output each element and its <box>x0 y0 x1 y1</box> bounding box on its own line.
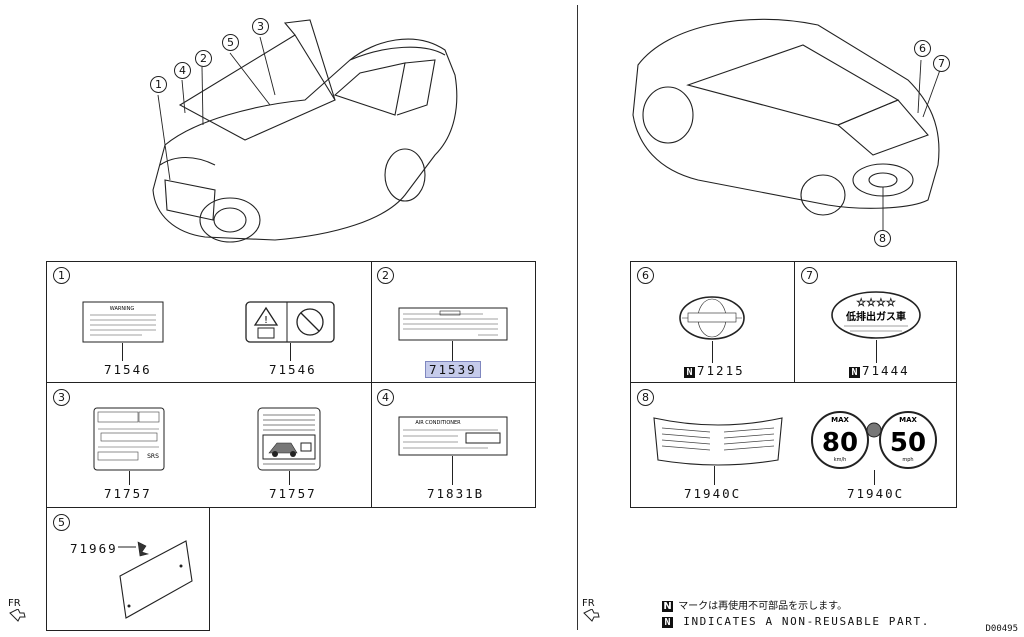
center-divider <box>577 5 579 630</box>
fr-label-left: FR <box>8 598 21 609</box>
mph-text: mph <box>902 457 913 463</box>
part-box-5 <box>46 507 210 631</box>
speed-limit-sticker-icon: MAX 80 km/h MAX 50 mph <box>811 411 937 469</box>
non-reusable-badge-note-jp: N <box>662 601 673 612</box>
globe-sticker-icon <box>679 296 745 340</box>
aircon-title-text: AIR CONDITIONER <box>415 420 461 426</box>
low-emission-text: 低排出ガス車 <box>845 310 906 323</box>
part-number-71831b[interactable]: 71831B <box>427 486 485 501</box>
box-4-number: 4 <box>377 389 394 406</box>
callout-5[interactable]: 5 <box>222 34 239 51</box>
non-reusable-note-jp: N マークは再使用不可部品を示します。 <box>662 597 847 612</box>
car-rear-view-diagram <box>632 18 941 231</box>
speed-80-text: 80 <box>822 428 858 458</box>
box-8-number: 8 <box>637 389 654 406</box>
non-reusable-badge-6: N <box>684 367 695 378</box>
part-number-71940c-b[interactable]: 71940C <box>847 486 905 501</box>
part-number-71757-b[interactable]: 71757 <box>269 486 317 501</box>
srs-text: SRS <box>147 453 159 460</box>
box-7-number: 7 <box>801 267 818 284</box>
part-number-71757-a[interactable]: 71757 <box>104 486 152 501</box>
callout-6[interactable]: 6 <box>914 40 931 57</box>
max-text-left: MAX <box>831 416 849 424</box>
child-seat-label-icon <box>257 407 321 471</box>
callout-7[interactable]: 7 <box>933 55 950 72</box>
speed-50-text: 50 <box>890 428 926 458</box>
non-reusable-badge-7: N <box>849 367 860 378</box>
max-text-right: MAX <box>899 416 917 424</box>
airbag-caution-label-icon: SRS <box>93 407 165 471</box>
callout-1[interactable]: 1 <box>150 76 167 93</box>
front-direction-left: FR <box>8 598 26 626</box>
box-1-number: 1 <box>53 267 70 284</box>
svg-text:!: ! <box>264 315 268 326</box>
callout-8[interactable]: 8 <box>874 230 891 247</box>
tire-pressure-label-icon <box>398 307 508 341</box>
caution-manual-label-icon: ! <box>245 301 335 343</box>
air-conditioner-label-icon: AIR CONDITIONER <box>398 416 508 456</box>
box-5-number: 5 <box>53 514 70 531</box>
callout-4[interactable]: 4 <box>174 62 191 79</box>
non-reusable-badge-note-en: N <box>662 617 673 628</box>
fr-arrow-icon-left <box>9 608 26 622</box>
part-box-4 <box>371 382 536 508</box>
callout-2[interactable]: 2 <box>195 50 212 67</box>
kmh-text: km/h <box>834 457 847 463</box>
warning-label-icon: WARNING <box>82 301 164 343</box>
note-jp-text: マークは再使用不可部品を示します。 <box>678 601 848 612</box>
box-6-number: 6 <box>637 267 654 284</box>
footer-code: D00495 <box>985 624 1018 634</box>
part-box-8 <box>630 382 957 508</box>
callout-3[interactable]: 3 <box>252 18 269 35</box>
low-emission-sticker-icon: ☆☆☆☆ 低排出ガス車 <box>831 291 921 339</box>
fr-arrow-icon-right <box>583 608 600 622</box>
svg-text:☆☆☆☆: ☆☆☆☆ <box>856 296 896 309</box>
part-number-71969[interactable]: 71969 <box>70 541 118 556</box>
part-number-71940c-a[interactable]: 71940C <box>684 486 742 501</box>
part-number-71546-a[interactable]: 71546 <box>104 362 152 377</box>
warning-label-text: WARNING <box>110 306 135 312</box>
non-reusable-note-en: N INDICATES A NON-REUSABLE PART. <box>662 615 930 628</box>
clip-and-plate-icon <box>118 540 193 619</box>
box-3-number: 3 <box>53 389 70 406</box>
box-2-number: 2 <box>377 267 394 284</box>
tire-info-curved-label-icon <box>653 417 783 466</box>
note-en-text: INDICATES A NON-REUSABLE PART. <box>683 615 930 628</box>
fr-label-right: FR <box>582 598 595 609</box>
front-direction-right: FR <box>582 598 600 626</box>
car-front-view-diagram <box>152 19 458 243</box>
part-number-71539[interactable]: 71539 <box>425 361 481 378</box>
part-number-71546-b[interactable]: 71546 <box>269 362 317 377</box>
